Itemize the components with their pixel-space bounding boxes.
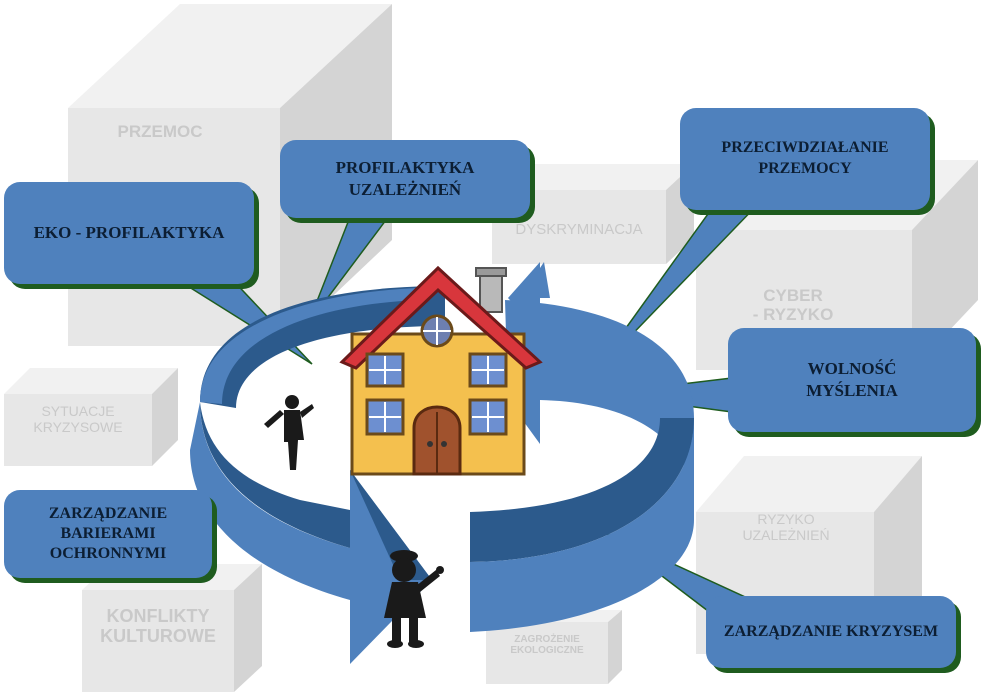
callout-zarzadzanie-barierami: ZARZĄDZANIE BARIERAMI OCHRONNYMI: [4, 490, 212, 578]
callout-przeciwdzialanie-przemocy: PRZECIWDZIAŁANIE PRZEMOCY: [680, 108, 930, 210]
block-label-zagrozenie: ZAGROŻENIE EKOLOGICZNE: [510, 634, 584, 657]
block-label-przemoc: PRZEMOC: [117, 122, 203, 141]
block-label-ryzyko: RYZYKO UZALEŻNIEŃ: [742, 511, 830, 543]
callout-wolnosc-myslenia: WOLNOŚĆ MYŚLENIA: [728, 328, 976, 432]
block-label-konflikty: KONFLIKTY KULTUROWE: [100, 606, 216, 647]
block-label-dyskryminacja: DYSKRYMINACJA: [515, 221, 643, 238]
callout-profilaktyka-uzaleznien: PROFILAKTYKA UZALEŻNIEŃ: [280, 140, 530, 218]
arrowhead-bottom: [350, 470, 432, 664]
block-label-sytuacje: SYTUACJE KRYZYSOWE: [33, 403, 123, 435]
block-konflikty: [82, 564, 262, 692]
block-label-cyber: CYBER - RYZYKO: [752, 286, 834, 325]
callout-zarzadzanie-kryzysem: ZARZĄDZANIE KRYZYSEM: [706, 596, 956, 668]
callout-eko-profilaktyka: EKO - PROFILAKTYKA: [4, 182, 254, 284]
block-sytuacje: [4, 368, 178, 466]
